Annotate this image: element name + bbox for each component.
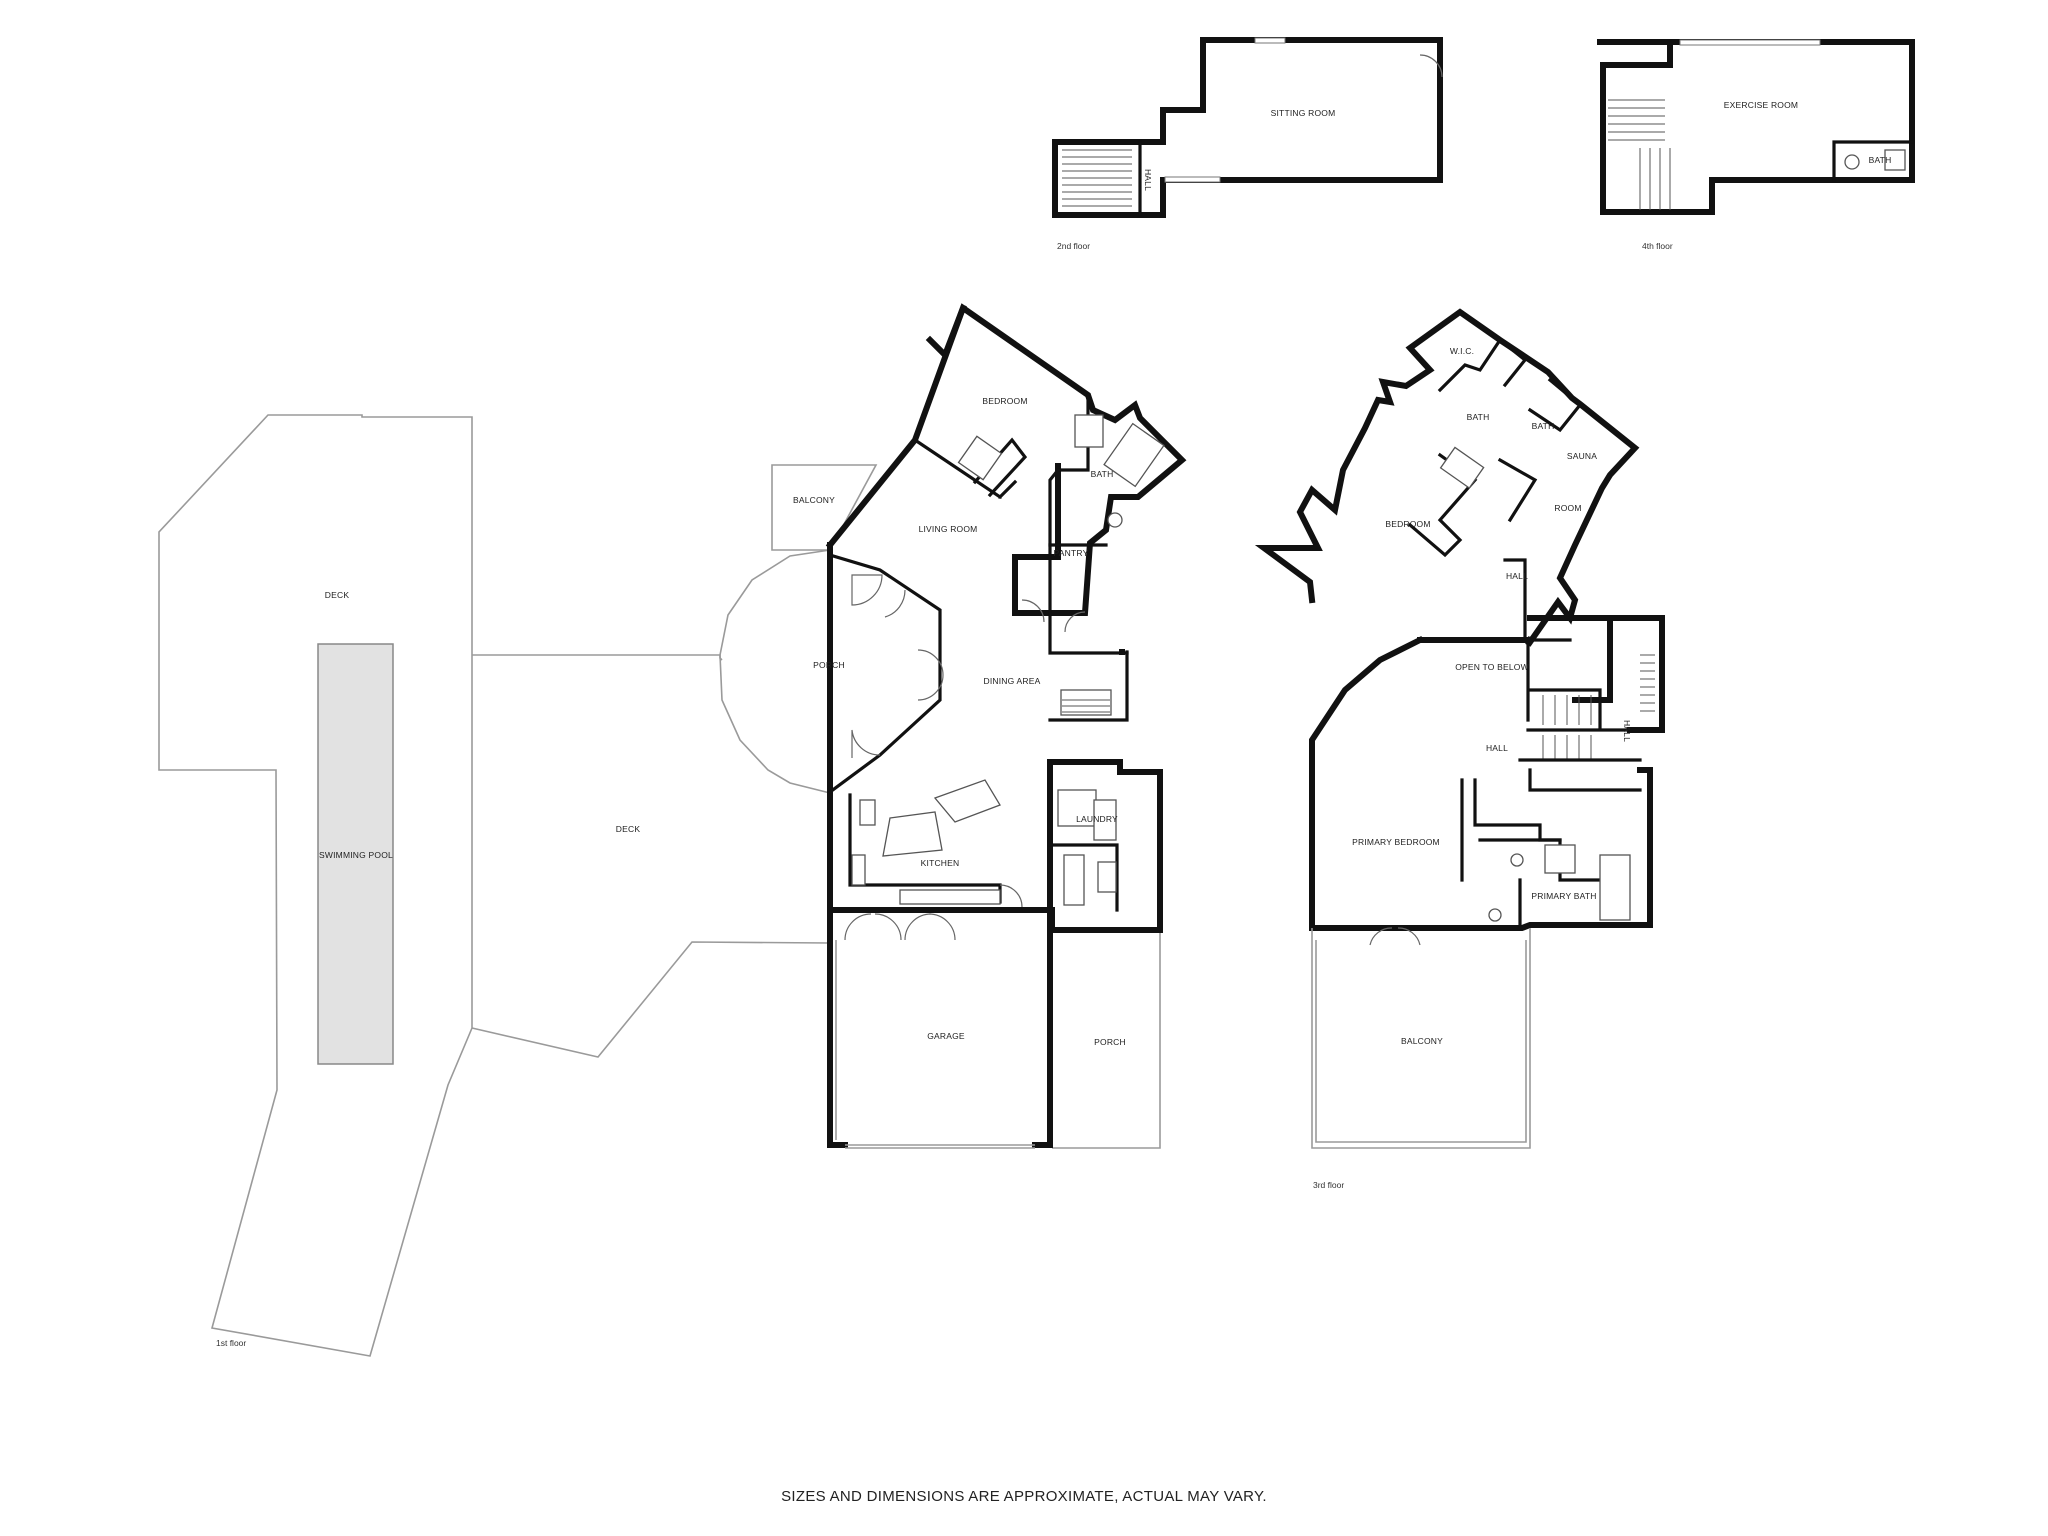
room-label-exercise-room: EXERCISE ROOM [1724, 100, 1798, 110]
floor-label-fourth: 4th floor [1642, 241, 1673, 251]
room-label-room: ROOM [1554, 503, 1581, 513]
room-label-kitchen: KITCHEN [921, 858, 960, 868]
room-label-bath-fourth: BATH [1869, 155, 1892, 165]
room-label-primary-bedroom: PRIMARY BEDROOM [1352, 837, 1440, 847]
room-label-hall-second: HALL [1143, 169, 1153, 191]
room-label-bath-main-third: BATH [1467, 412, 1490, 422]
fourth-floor [1597, 39, 1915, 215]
room-label-sauna: SAUNA [1567, 451, 1597, 461]
room-label-bedroom-first: BEDROOM [982, 396, 1027, 406]
room-label-laundry: LAUNDRY [1076, 814, 1118, 824]
room-label-deck-left: DECK [325, 590, 350, 600]
first-floor-fixtures [844, 414, 1165, 941]
first-floor-exterior [158, 414, 1161, 1357]
room-label-bath-small-third: BATH [1532, 421, 1555, 431]
room-label-hall-side: HALL [1622, 720, 1632, 742]
room-label-garage: GARAGE [927, 1031, 965, 1041]
first-floor-walls [825, 303, 1187, 1149]
room-label-dining-area: DINING AREA [984, 676, 1041, 686]
room-labels: DECK SWIMMING POOL DECK BALCONY BEDROOM … [319, 100, 1891, 1047]
room-label-hall-upper: HALL [1506, 571, 1528, 581]
room-label-swimming-pool: SWIMMING POOL [319, 850, 393, 860]
room-label-bath-first: BATH [1091, 469, 1114, 479]
room-label-bedroom-third: BEDROOM [1385, 519, 1430, 529]
room-label-balcony-first: BALCONY [793, 495, 835, 505]
room-label-porch-side: PORCH [1094, 1037, 1126, 1047]
third-floor [1254, 308, 1665, 1149]
room-label-deck-main: DECK [616, 824, 641, 834]
second-floor [1052, 37, 1443, 218]
swimming-pool [317, 643, 394, 1065]
floor-label-second: 2nd floor [1057, 241, 1090, 251]
room-label-balcony-third: BALCONY [1401, 1036, 1443, 1046]
room-label-wic: W.I.C. [1450, 346, 1474, 356]
disclaimer-text: SIZES AND DIMENSIONS ARE APPROXIMATE, AC… [781, 1488, 1267, 1505]
floor-labels: 1st floor 2nd floor 3rd floor 4th floor [216, 241, 1673, 1348]
room-label-hall-lower: HALL [1486, 743, 1508, 753]
room-label-sitting-room: SITTING ROOM [1271, 108, 1336, 118]
room-label-porch-round: PORCH [813, 660, 845, 670]
room-label-open-to-below: OPEN TO BELOW [1455, 662, 1529, 672]
room-label-living-room: LIVING ROOM [919, 524, 978, 534]
floor-label-third: 3rd floor [1313, 1180, 1344, 1190]
floor-label-first: 1st floor [216, 1338, 246, 1348]
room-label-primary-bath: PRIMARY BATH [1531, 891, 1596, 901]
room-label-pantry: PANTRY [1054, 548, 1089, 558]
